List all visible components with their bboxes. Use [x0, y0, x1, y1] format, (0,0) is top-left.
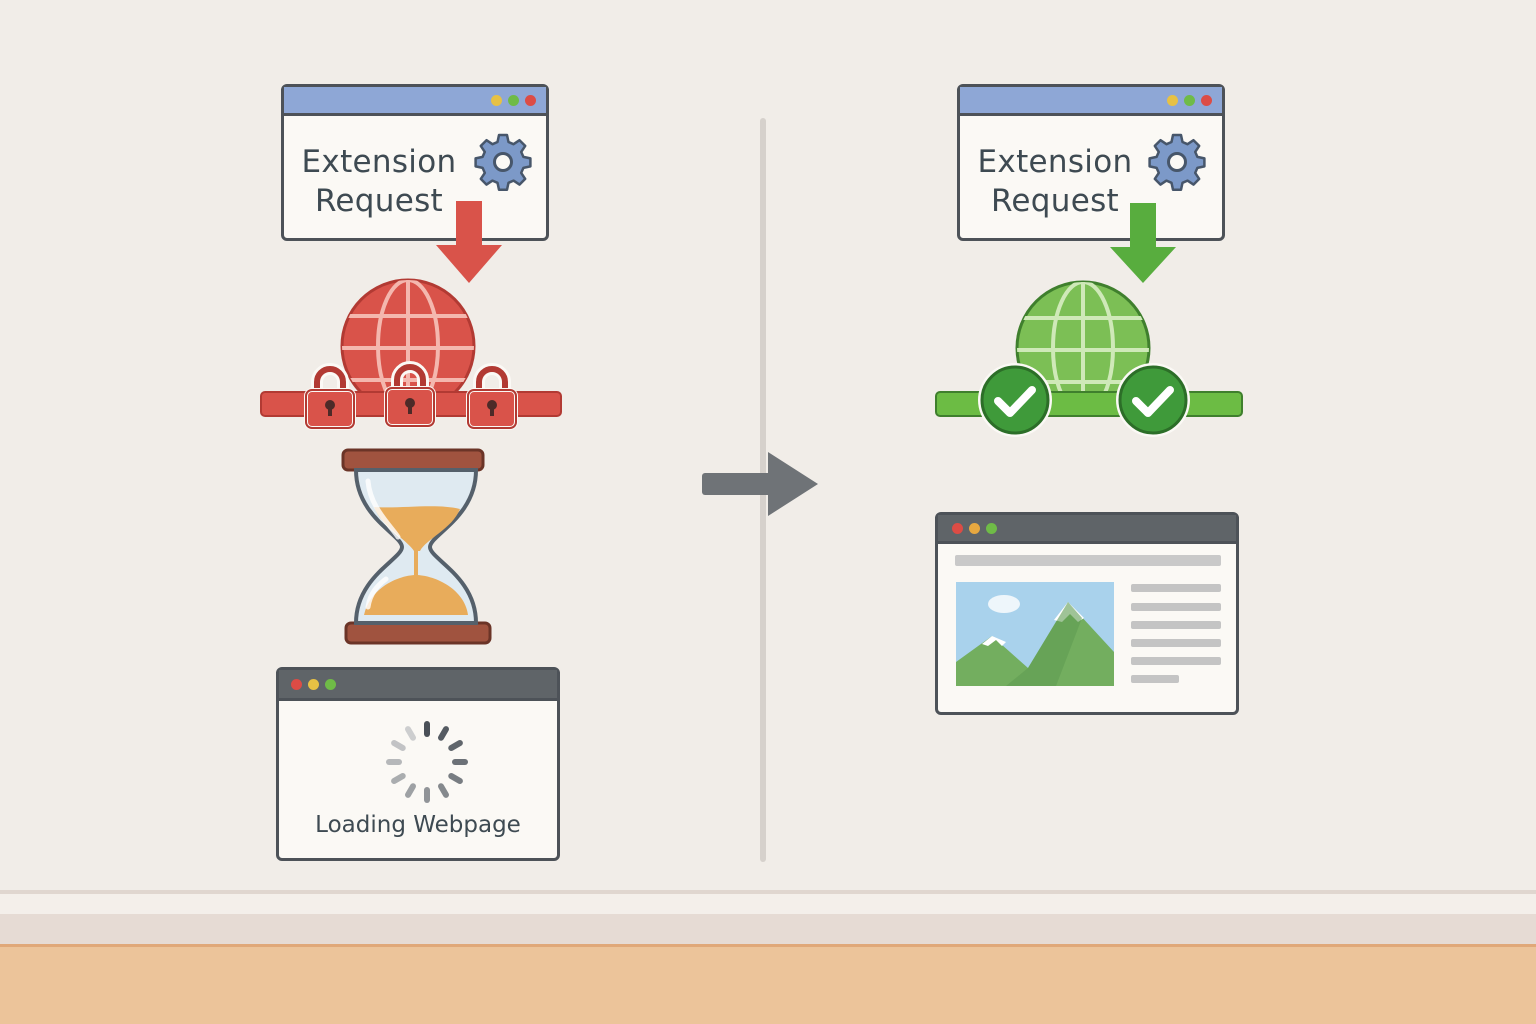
close-dot [291, 679, 302, 690]
text-line [1131, 657, 1221, 665]
maximize-dot [986, 523, 997, 534]
padlock-icon [384, 361, 436, 428]
window-controls [1167, 95, 1212, 106]
baseboard-edge [0, 890, 1536, 894]
padlock-icon [304, 363, 356, 430]
text-line [1131, 639, 1221, 647]
title-line-1: Extension [977, 144, 1133, 180]
maximize-dot [1184, 95, 1195, 106]
extension-request-label: Extension Request [279, 143, 479, 221]
close-dot [525, 95, 536, 106]
extension-request-window-right: Extension Request [957, 84, 1225, 241]
loaded-webpage-window [935, 512, 1239, 715]
window-titlebar [279, 670, 557, 701]
down-arrow-red-icon [436, 201, 502, 283]
page-header-line [955, 555, 1221, 566]
extension-request-label: Extension Request [955, 143, 1155, 221]
blocked-connection-bar [260, 361, 562, 430]
gear-icon [474, 133, 532, 192]
floor [0, 944, 1536, 1024]
title-line-2: Request [314, 183, 444, 219]
gear-icon [1148, 133, 1206, 192]
minimize-dot [491, 95, 502, 106]
minimize-dot [308, 679, 319, 690]
minimize-dot [969, 523, 980, 534]
down-arrow-green-icon [1110, 203, 1176, 283]
minimize-dot [1167, 95, 1178, 106]
window-titlebar [938, 515, 1236, 544]
close-dot [1201, 95, 1212, 106]
maximize-dot [508, 95, 519, 106]
baseboard [0, 894, 1536, 914]
extension-request-window-left: Extension Request [281, 84, 549, 241]
window-controls [291, 679, 336, 690]
close-dot [952, 523, 963, 534]
text-line [1131, 603, 1221, 611]
loading-webpage-window: Loading Webpage [276, 667, 560, 861]
window-titlebar [960, 87, 1222, 116]
title-line-1: Extension [301, 144, 457, 180]
text-line [1131, 675, 1179, 683]
background-wall [0, 0, 1536, 890]
window-titlebar [284, 87, 546, 116]
spinner-icon [386, 721, 468, 803]
checkmark-icon [1116, 363, 1190, 437]
baseboard-shadow [0, 914, 1536, 944]
title-line-2: Request [990, 183, 1120, 219]
window-controls [491, 95, 536, 106]
text-line [1131, 584, 1221, 592]
padlock-icon [466, 363, 518, 430]
checkmark-icon [978, 363, 1052, 437]
open-connection-bar [935, 363, 1243, 437]
right-arrow-icon [702, 452, 818, 516]
maximize-dot [325, 679, 336, 690]
loading-webpage-label: Loading Webpage [315, 812, 521, 838]
window-controls [952, 523, 997, 534]
landscape-image-icon [956, 582, 1114, 686]
text-line [1131, 621, 1221, 629]
hourglass-icon [341, 448, 492, 645]
